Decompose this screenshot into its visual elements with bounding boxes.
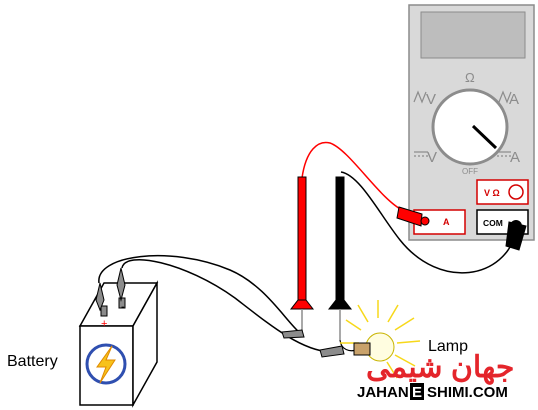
negative-sign: - [121,301,125,313]
lamp [340,300,421,379]
probe-alligator-clip[interactable] [281,329,305,339]
black-probe-handle[interactable] [335,176,345,301]
watermark-url-right: SHIMI.COM [427,384,508,401]
ac-volts-label: V [426,91,436,108]
ac-amps-range[interactable]: A [498,90,519,108]
dc-amps-range[interactable]: A [497,149,520,166]
battery: + - [78,280,159,408]
red-plug-tip [420,216,430,226]
off-label: OFF [462,167,478,176]
ac-wave-icon [413,90,427,104]
vohm-jack-socket [508,184,524,200]
multimeter: Ω OFF V V A A V Ω [408,4,535,241]
red-lead-wire[interactable] [301,141,405,212]
positive-sign: + [101,318,107,330]
battery-side [132,280,158,408]
positive-terminal [100,305,108,317]
dc-amps-label: A [510,149,520,166]
watermark-e-box [410,383,424,400]
black-probe-guard [327,299,353,310]
vohm-jack-label: V Ω [484,188,500,198]
lightning-bolt-icon [96,345,116,384]
lamp-label: Lamp [428,338,468,355]
ac-volts-range[interactable]: V [413,90,436,108]
ac-wave-icon [498,90,512,104]
watermark-brand: جهان شیمی [366,351,514,385]
red-probe-guard [289,299,315,310]
red-probe-handle[interactable] [297,176,307,301]
selector-pointer [471,124,498,150]
battery-negative-wire[interactable] [121,259,331,353]
black-plug-tip [510,220,522,232]
battery-leads [95,254,357,358]
multimeter-display [420,11,526,59]
dc-volts-range[interactable]: V [414,149,437,166]
black-lead-wire[interactable] [340,171,518,274]
com-jack-label: COM [483,218,503,228]
com-jack[interactable]: COM [476,209,529,235]
ac-amps-label: A [509,91,519,108]
watermark: جهان شیمی JAHAN E SHIMI.COM [357,351,514,401]
dc-volts-label: V [427,149,437,166]
lamp-base [353,342,371,356]
watermark-url-mid: E [412,384,422,401]
battery-positive-wire[interactable] [98,254,301,334]
battery-label: Battery [7,353,58,370]
vohm-jack[interactable]: V Ω [476,179,529,205]
red-plug[interactable] [396,206,423,227]
lamp-alligator-clip[interactable] [319,345,345,358]
watermark-url-left: JAHAN [357,384,409,401]
amps-jack-label: A [443,217,450,227]
positive-clip[interactable] [95,282,105,312]
negative-clip[interactable] [116,267,126,302]
selector-dial[interactable] [431,88,509,166]
ohm-range-label[interactable]: Ω [465,70,475,85]
meter-leads [289,141,527,340]
com-jack-frame [476,209,529,235]
lamp-rays [340,300,421,379]
